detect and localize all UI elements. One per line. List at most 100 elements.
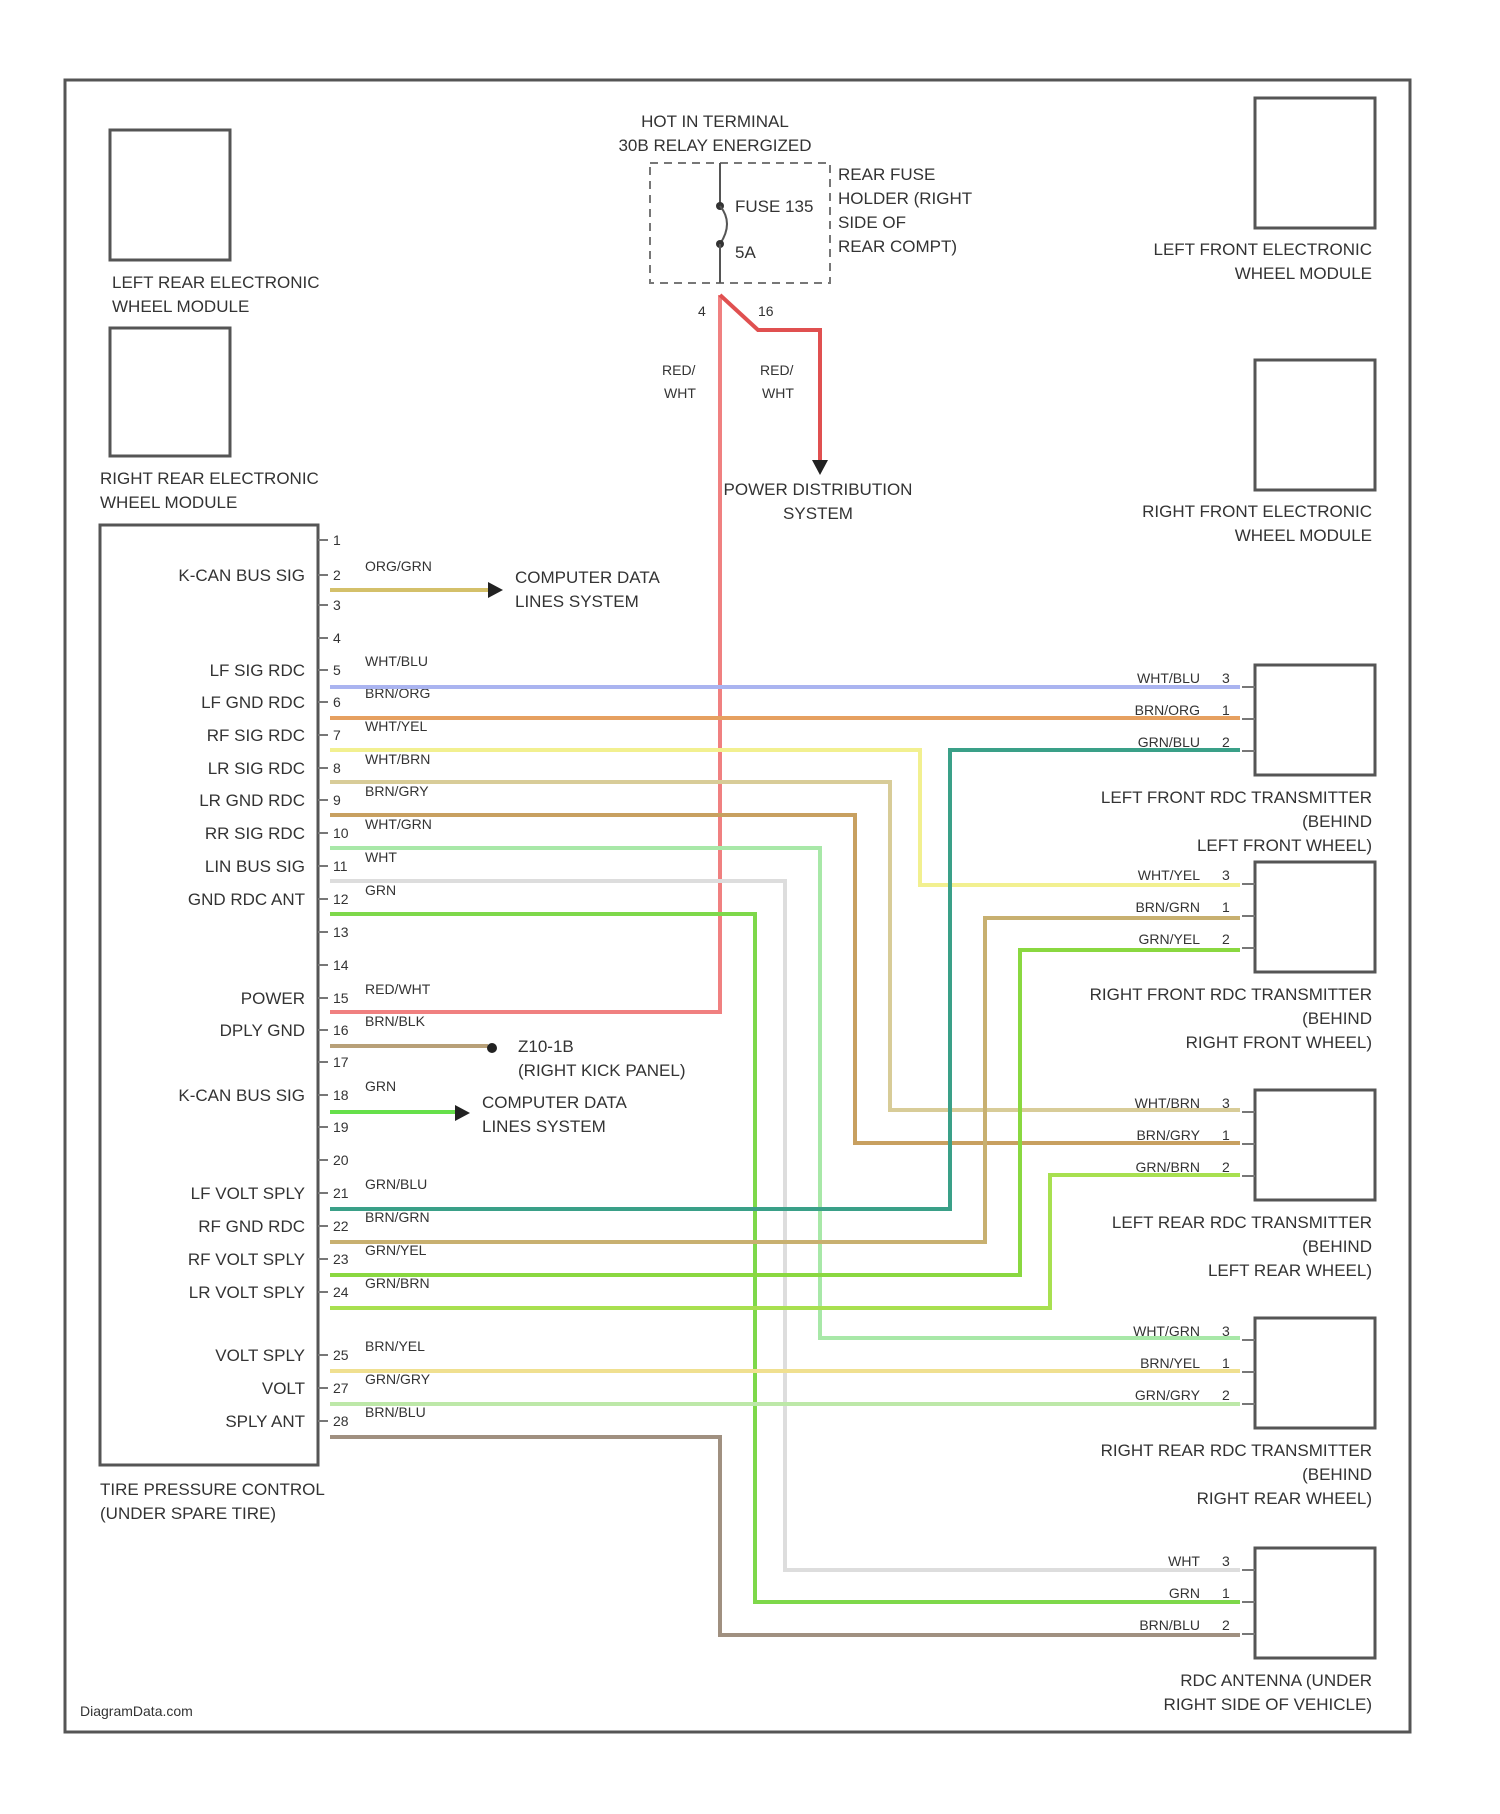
control-pin-name: K-CAN BUS SIG (178, 1086, 305, 1105)
wire-label-right-1: RED/ (760, 362, 794, 378)
control-pin-number: 6 (333, 694, 341, 710)
transmitter-pin-number: 1 (1222, 702, 1230, 718)
control-pin-number: 9 (333, 792, 341, 808)
transmitter-box (1255, 862, 1375, 972)
transmitter-pin-number: 3 (1222, 1323, 1230, 1339)
control-pin-name: RR SIG RDC (205, 824, 305, 843)
transmitter-pin-number: 3 (1222, 1553, 1230, 1569)
pds-label-1: POWER DISTRIBUTION (724, 480, 913, 499)
control-label-2: (UNDER SPARE TIRE) (100, 1504, 276, 1523)
transmitter-label: LEFT REAR RDC TRANSMITTER (1112, 1213, 1372, 1232)
control-pin-name: SPLY ANT (225, 1412, 305, 1431)
transmitter-wire-color: BRN/ORG (1135, 702, 1200, 718)
transmitter-wire-color: BRN/YEL (1140, 1355, 1200, 1371)
ground-location: (RIGHT KICK PANEL) (518, 1061, 686, 1080)
transmitter-label: RIGHT FRONT RDC TRANSMITTER (1090, 985, 1372, 1004)
control-pin-number: 17 (333, 1054, 349, 1070)
control-pin-number: 16 (333, 1022, 349, 1038)
transmitter-label: (BEHIND (1302, 812, 1372, 831)
cds-2-label-b: LINES SYSTEM (482, 1117, 606, 1136)
power-title-1: HOT IN TERMINAL (641, 112, 789, 131)
fuse-holder-dashed-box (650, 163, 830, 283)
control-pin-name: DPLY GND (220, 1021, 305, 1040)
control-pin-wire-color: WHT/YEL (365, 718, 427, 734)
cds-arrow-1-icon (488, 582, 503, 598)
transmitter-box (1255, 665, 1375, 775)
transmitter-wire-color: WHT/BLU (1137, 670, 1200, 686)
transmitter-wire-color: BRN/GRN (1135, 899, 1200, 915)
transmitter-label: LEFT FRONT WHEEL) (1197, 836, 1372, 855)
wire-label-right-2: WHT (762, 385, 794, 401)
control-pin-number: 27 (333, 1380, 349, 1396)
transmitter-pin-number: 3 (1222, 867, 1230, 883)
transmitter-label: LEFT REAR WHEEL) (1208, 1261, 1372, 1280)
transmitter-label: (BEHIND (1302, 1237, 1372, 1256)
left-front-ewm-label-1: LEFT FRONT ELECTRONIC (1153, 240, 1372, 259)
transmitter-label: RIGHT REAR RDC TRANSMITTER (1101, 1441, 1372, 1460)
right-rear-ewm-label-2: WHEEL MODULE (100, 493, 237, 512)
control-pin-number: 18 (333, 1087, 349, 1103)
left-front-ewm-label-2: WHEEL MODULE (1235, 264, 1372, 283)
control-pin-wire-color: BRN/BLK (365, 1013, 426, 1029)
fuse-holder-label-1: REAR FUSE (838, 165, 935, 184)
transmitter-label: LEFT FRONT RDC TRANSMITTER (1101, 788, 1372, 807)
control-pin-number: 7 (333, 727, 341, 743)
transmitter-pin-number: 2 (1222, 931, 1230, 947)
control-pin-number: 8 (333, 760, 341, 776)
control-pin-wire-color: GRN (365, 882, 396, 898)
control-pin-wire-color: GRN/BLU (365, 1176, 427, 1192)
control-pin-number: 23 (333, 1251, 349, 1267)
control-pin-wire-color: ORG/GRN (365, 558, 432, 574)
transmitter-pin-number: 1 (1222, 1585, 1230, 1601)
ground-point-icon (487, 1043, 497, 1053)
control-pin-number: 19 (333, 1119, 349, 1135)
control-pin-name: K-CAN BUS SIG (178, 566, 305, 585)
power-title-2: 30B RELAY ENERGIZED (618, 136, 811, 155)
transmitter-pin-number: 2 (1222, 1617, 1230, 1633)
transmitter-wire-color: WHT/GRN (1133, 1323, 1200, 1339)
fuse-name: FUSE 135 (735, 197, 813, 216)
control-pin-name: POWER (241, 989, 305, 1008)
transmitter-pin-number: 2 (1222, 734, 1230, 750)
transmitter-label: RIGHT SIDE OF VEHICLE) (1164, 1695, 1372, 1714)
control-pin-wire-color: BRN/BLU (365, 1404, 426, 1420)
control-pin-number: 10 (333, 825, 349, 841)
fuse-pin-left: 4 (698, 303, 706, 319)
control-pin-number: 2 (333, 567, 341, 583)
right-rear-ewm-box (110, 328, 230, 456)
control-pin-number: 20 (333, 1152, 349, 1168)
transmitter-pin-number: 1 (1222, 1355, 1230, 1371)
control-pin-wire-color: BRN/GRN (365, 1209, 430, 1225)
control-label-1: TIRE PRESSURE CONTROL (100, 1480, 325, 1499)
wire-label-left-2: WHT (664, 385, 696, 401)
left-rear-ewm-box (110, 130, 230, 260)
transmitter-wire-color: GRN/BRN (1135, 1159, 1200, 1175)
left-rear-ewm-label-1: LEFT REAR ELECTRONIC (112, 273, 320, 292)
control-pin-name: LF SIG RDC (210, 661, 305, 680)
fuse-holder-label-3: SIDE OF (838, 213, 906, 232)
control-pin-name: VOLT SPLY (215, 1346, 305, 1365)
transmitter-wire-color: WHT/BRN (1135, 1095, 1200, 1111)
control-pin-wire-color: BRN/YEL (365, 1338, 425, 1354)
control-pin-number: 24 (333, 1284, 349, 1300)
cds-1-label-b: LINES SYSTEM (515, 592, 639, 611)
control-pin-name: LIN BUS SIG (205, 857, 305, 876)
control-pin-wire-color: GRN (365, 1078, 396, 1094)
fuse-holder-label-4: REAR COMPT) (838, 237, 957, 256)
control-pin-number: 21 (333, 1185, 349, 1201)
control-pin-number: 13 (333, 924, 349, 940)
control-pin-name: LF VOLT SPLY (191, 1184, 305, 1203)
transmitter-label: RDC ANTENNA (UNDER (1180, 1671, 1372, 1690)
control-pin-number: 12 (333, 891, 349, 907)
transmitter-wire-color: GRN (1169, 1585, 1200, 1601)
wire-label-left-1: RED/ (662, 362, 696, 378)
cds-2-label-a: COMPUTER DATA (482, 1093, 627, 1112)
control-pin-number: 14 (333, 957, 349, 973)
transmitter-pin-number: 2 (1222, 1159, 1230, 1175)
control-pin-number: 11 (333, 858, 348, 874)
control-pin-number: 22 (333, 1218, 349, 1234)
control-pin-name: VOLT (262, 1379, 305, 1398)
